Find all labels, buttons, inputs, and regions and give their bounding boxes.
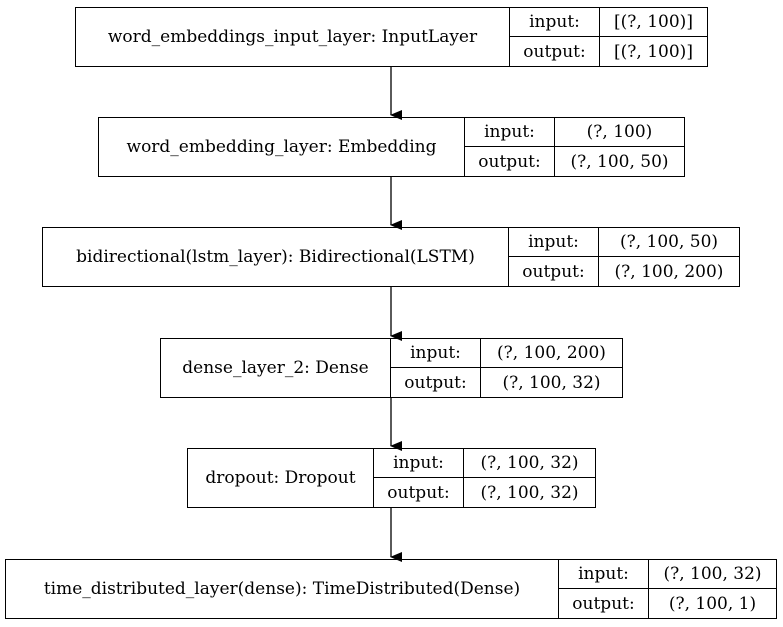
input-shape: (?, 100) bbox=[555, 118, 684, 147]
input-label: input: bbox=[510, 8, 599, 37]
layer-node-dropout: dropout: Dropout input: output: (?, 100,… bbox=[187, 448, 596, 508]
input-shape: (?, 100, 200) bbox=[481, 339, 622, 368]
input-label: input: bbox=[509, 228, 598, 257]
input-label: input: bbox=[559, 560, 648, 589]
output-shape: (?, 100, 1) bbox=[668, 593, 757, 614]
layer-node-time-distributed: time_distributed_layer(dense): TimeDistr… bbox=[5, 559, 777, 619]
input-label: input: bbox=[391, 339, 480, 368]
layer-node-dense: dense_layer_2: Dense input: output: (?, … bbox=[160, 338, 623, 398]
io-labels: input: output: bbox=[509, 228, 599, 286]
output-shape: [(?, 100)] bbox=[614, 41, 693, 62]
layer-node-input: word_embeddings_input_layer: InputLayer … bbox=[75, 7, 708, 67]
layer-node-embedding: word_embedding_layer: Embedding input: o… bbox=[98, 117, 685, 177]
layer-name: dense_layer_2: Dense bbox=[161, 339, 391, 397]
io-labels: input: output: bbox=[510, 8, 600, 66]
layer-name: word_embedding_layer: Embedding bbox=[99, 118, 465, 176]
io-labels: input: output: bbox=[374, 449, 464, 507]
output-shape: (?, 100, 32) bbox=[502, 372, 601, 393]
input-label: input: bbox=[374, 449, 463, 478]
io-shapes: (?, 100) (?, 100, 50) bbox=[555, 118, 684, 176]
layer-node-bidirectional: bidirectional(lstm_layer): Bidirectional… bbox=[42, 227, 740, 287]
output-label: output: bbox=[387, 482, 450, 503]
input-shape: (?, 100, 32) bbox=[649, 560, 776, 589]
layer-name: dropout: Dropout bbox=[188, 449, 374, 507]
layer-name: word_embeddings_input_layer: InputLayer bbox=[76, 8, 510, 66]
io-shapes: (?, 100, 32) (?, 100, 1) bbox=[649, 560, 776, 618]
output-label: output: bbox=[522, 261, 585, 282]
output-shape: (?, 100, 200) bbox=[614, 261, 724, 282]
io-shapes: (?, 100, 200) (?, 100, 32) bbox=[481, 339, 622, 397]
layer-name: bidirectional(lstm_layer): Bidirectional… bbox=[43, 228, 509, 286]
output-label: output: bbox=[404, 372, 467, 393]
io-labels: input: output: bbox=[465, 118, 555, 176]
layer-name: time_distributed_layer(dense): TimeDistr… bbox=[6, 560, 559, 618]
input-shape: [(?, 100)] bbox=[600, 8, 707, 37]
input-shape: (?, 100, 32) bbox=[464, 449, 595, 478]
io-shapes: (?, 100, 32) (?, 100, 32) bbox=[464, 449, 595, 507]
output-label: output: bbox=[478, 151, 541, 172]
input-label: input: bbox=[465, 118, 554, 147]
io-shapes: (?, 100, 50) (?, 100, 200) bbox=[599, 228, 739, 286]
output-label: output: bbox=[523, 41, 586, 62]
io-shapes: [(?, 100)] [(?, 100)] bbox=[600, 8, 707, 66]
output-shape: (?, 100, 32) bbox=[480, 482, 579, 503]
output-shape: (?, 100, 50) bbox=[570, 151, 669, 172]
output-label: output: bbox=[572, 593, 635, 614]
io-labels: input: output: bbox=[391, 339, 481, 397]
input-shape: (?, 100, 50) bbox=[599, 228, 739, 257]
io-labels: input: output: bbox=[559, 560, 649, 618]
